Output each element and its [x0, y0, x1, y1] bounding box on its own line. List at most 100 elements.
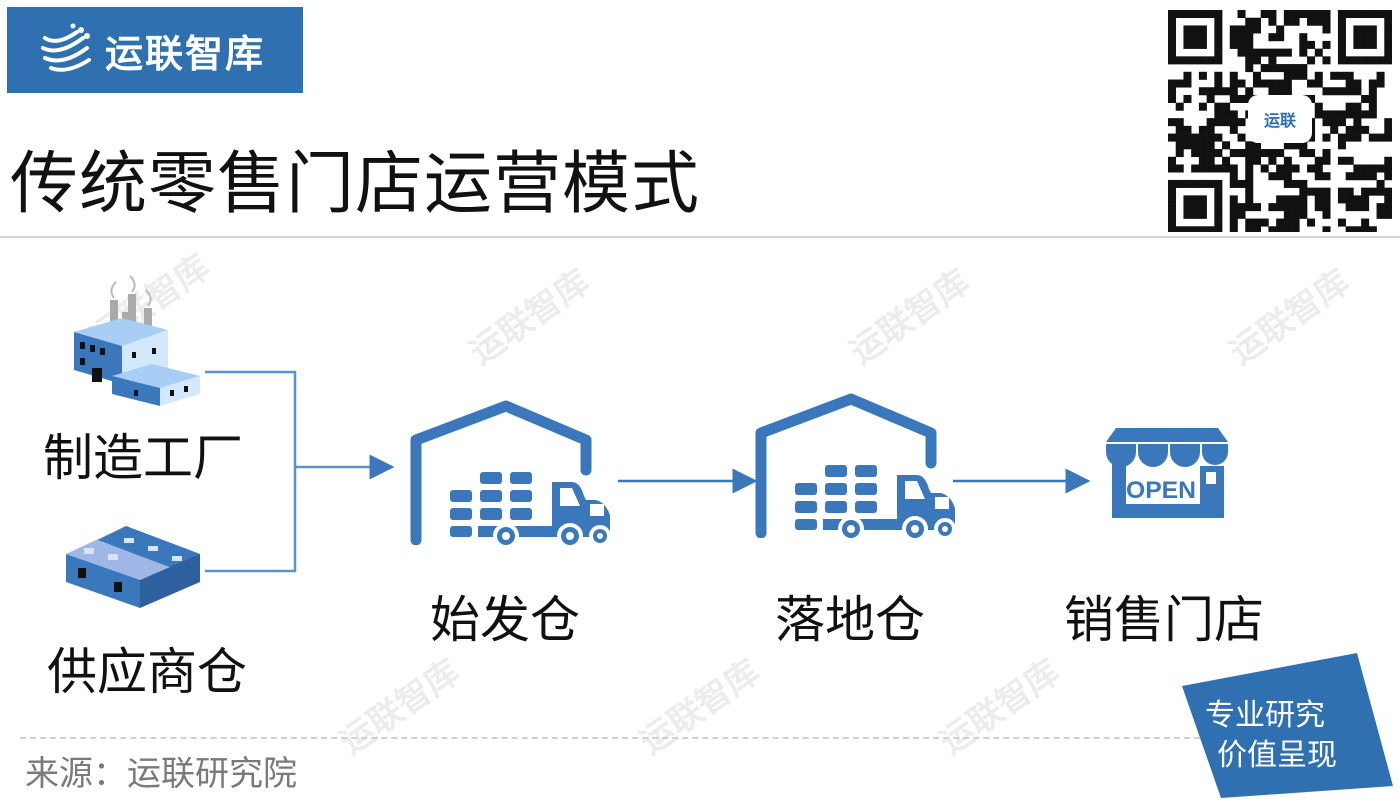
qr-module	[1214, 195, 1223, 204]
qr-module	[1314, 71, 1323, 80]
qr-module	[1384, 10, 1392, 19]
origin-warehouse-label: 始发仓	[430, 591, 580, 649]
qr-module	[1237, 40, 1246, 49]
qr-module	[1322, 226, 1331, 232]
qr-module	[1291, 71, 1300, 80]
qr-module	[1268, 10, 1277, 19]
qr-module	[1168, 48, 1177, 57]
qr-module	[1337, 195, 1346, 204]
qr-module	[1237, 10, 1246, 19]
qr-module	[1168, 33, 1177, 42]
qr-module	[1276, 218, 1285, 227]
qr-module	[1299, 187, 1308, 196]
qr-module	[1384, 133, 1392, 142]
qr-module	[1291, 210, 1300, 219]
brand-logo: 运联智库	[7, 7, 303, 93]
qr-module	[1384, 172, 1392, 181]
qr-module	[1384, 118, 1392, 127]
qr-module	[1252, 203, 1261, 212]
qr-module	[1307, 10, 1316, 19]
qr-module	[1353, 102, 1362, 111]
qr-module	[1384, 210, 1392, 219]
qr-module	[1353, 110, 1362, 119]
qr-module	[1168, 10, 1177, 19]
qr-module	[1361, 33, 1370, 42]
qr-module	[1345, 226, 1354, 232]
qr-module	[1299, 141, 1308, 150]
qr-module	[1168, 56, 1177, 65]
qr-module	[1260, 79, 1269, 88]
qr-module	[1229, 118, 1238, 127]
qr-module	[1337, 110, 1346, 119]
qr-module	[1198, 203, 1207, 212]
qr-module	[1353, 125, 1362, 134]
qr-module	[1276, 195, 1285, 204]
qr-module	[1345, 172, 1354, 181]
qr-module	[1291, 218, 1300, 227]
qr-module	[1229, 179, 1238, 188]
qr-module	[1214, 10, 1223, 19]
qr-module	[1361, 25, 1370, 34]
qr-module	[1245, 40, 1254, 49]
qr-module	[1322, 187, 1331, 196]
qr-module	[1384, 56, 1392, 65]
qr-module	[1214, 40, 1223, 49]
qr-module	[1245, 33, 1254, 42]
qr-module	[1368, 79, 1377, 88]
qr-module	[1252, 48, 1261, 57]
qr-module	[1322, 40, 1331, 49]
qr-module	[1368, 133, 1377, 142]
qr-module	[1384, 156, 1392, 165]
qr-module	[1183, 40, 1192, 49]
qr-module	[1322, 87, 1331, 96]
qr-module	[1191, 25, 1200, 34]
qr-module	[1276, 226, 1285, 232]
qr-module	[1198, 164, 1207, 173]
qr-module	[1376, 203, 1385, 212]
store-label: 销售门店	[1064, 591, 1264, 649]
qr-module	[1206, 226, 1215, 232]
qr-module	[1206, 179, 1215, 188]
qr-module	[1175, 164, 1184, 173]
qr-module	[1183, 56, 1192, 65]
qr-module	[1376, 71, 1385, 80]
qr-module	[1198, 149, 1207, 158]
qr-module	[1237, 210, 1246, 219]
qr-module	[1229, 33, 1238, 42]
qr-module	[1368, 187, 1377, 196]
qr-module	[1245, 195, 1254, 204]
qr-module	[1368, 25, 1377, 34]
qr-module	[1245, 64, 1254, 73]
qr-module	[1214, 25, 1223, 34]
qr-module	[1198, 156, 1207, 165]
qr-module	[1168, 25, 1177, 34]
qr-module	[1299, 179, 1308, 188]
qr-module	[1276, 87, 1285, 96]
qr-module	[1368, 33, 1377, 42]
qr-module	[1214, 102, 1223, 111]
qr-module	[1198, 195, 1207, 204]
qr-module	[1361, 187, 1370, 196]
qr-module	[1183, 125, 1192, 134]
qr-module	[1206, 94, 1215, 103]
qr-module	[1307, 40, 1316, 49]
qr-module	[1330, 110, 1339, 119]
qr-module	[1252, 17, 1261, 26]
qr-module	[1368, 40, 1377, 49]
qr-module	[1168, 17, 1177, 26]
qr-module	[1353, 118, 1362, 127]
qr-module	[1214, 71, 1223, 80]
qr-module	[1175, 102, 1184, 111]
qr-module	[1345, 79, 1354, 88]
qr-module	[1307, 187, 1316, 196]
qr-module	[1214, 17, 1223, 26]
qr-module	[1206, 149, 1215, 158]
qr-module	[1168, 87, 1177, 96]
qr-module	[1299, 33, 1308, 42]
qr-module	[1337, 87, 1346, 96]
qr-module	[1314, 17, 1323, 26]
qr-module	[1337, 33, 1346, 42]
qr-module	[1307, 94, 1316, 103]
qr-module	[1291, 141, 1300, 150]
qr-module	[1314, 164, 1323, 173]
